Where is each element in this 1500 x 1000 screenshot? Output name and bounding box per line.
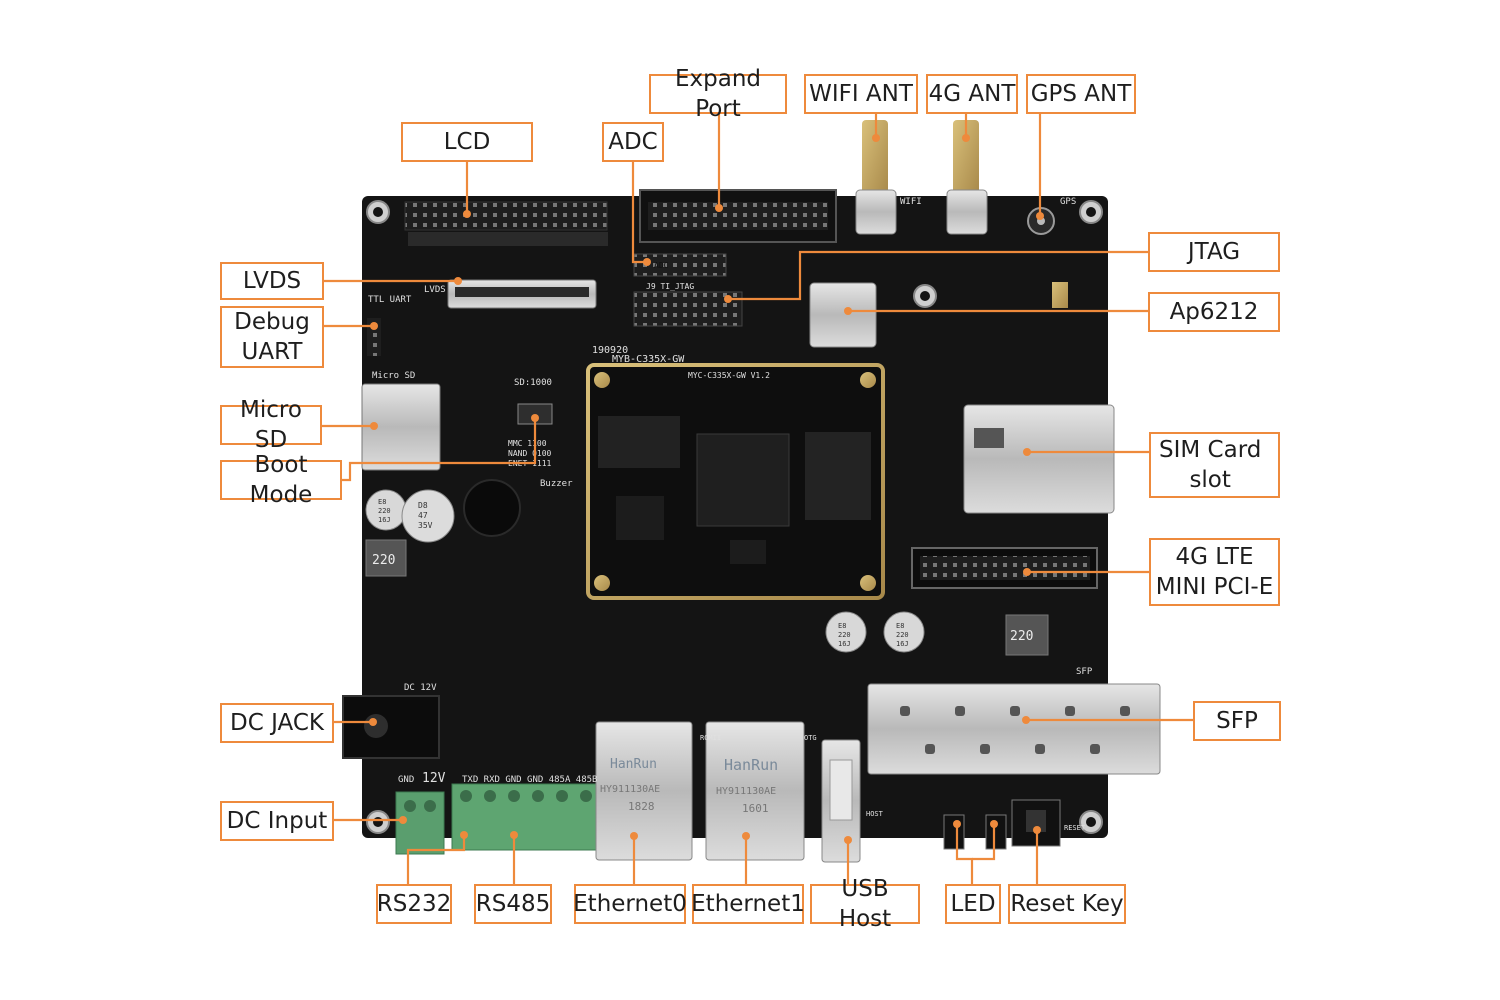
eth1-brand: HanRun bbox=[724, 756, 778, 774]
label-dc-input: DC Input bbox=[220, 801, 334, 841]
capacitor-right bbox=[825, 611, 925, 653]
eth1-code: 1601 bbox=[742, 802, 769, 815]
jtag-header bbox=[633, 291, 743, 327]
label-ethernet1: Ethernet1 bbox=[691, 884, 805, 924]
sim-card-slot bbox=[963, 404, 1115, 514]
adc-header bbox=[633, 253, 727, 277]
silk-gps: GPS bbox=[1060, 197, 1076, 207]
ap6212-module bbox=[809, 282, 877, 348]
label-jtag: JTAG bbox=[1148, 232, 1280, 272]
label-dc-jack: DC JACK bbox=[220, 703, 334, 743]
silk-date: 190920 bbox=[592, 345, 628, 356]
silk-lvds: LVDS bbox=[424, 285, 446, 295]
ethernet0-jack bbox=[595, 721, 693, 861]
silk-inductor-left: 220 bbox=[372, 553, 395, 568]
silk-otg: OTG bbox=[804, 734, 817, 742]
label-ap6212: Ap6212 bbox=[1148, 292, 1280, 332]
led-right bbox=[985, 814, 1007, 850]
label-rs232: RS232 bbox=[376, 884, 452, 924]
buzzer bbox=[463, 479, 521, 537]
label-led: LED bbox=[945, 884, 1001, 924]
label-expand-port: Expand Port bbox=[649, 66, 787, 122]
led-left bbox=[943, 814, 965, 850]
silk-wifi: WIFI bbox=[900, 197, 922, 207]
silk-ttl-uart: TTL UART bbox=[368, 295, 412, 305]
silk-inductor-right: 220 bbox=[1010, 629, 1033, 644]
label-lcd: LCD bbox=[401, 122, 533, 162]
silk-jtag: J9 TI_JTAG bbox=[646, 282, 694, 291]
label-debug-uart: Debug UART bbox=[220, 306, 324, 368]
leader-dots bbox=[369, 134, 1044, 844]
silk-model: MYB-C335X-GW bbox=[612, 354, 685, 365]
silk-terminal-pins: TXD RXD GND GND 485A 485B bbox=[462, 775, 597, 785]
silk-sfp: SFP bbox=[1076, 667, 1093, 677]
label-lvds: LVDS bbox=[220, 262, 324, 300]
wifi-antenna-connector bbox=[855, 120, 897, 235]
inductor-left bbox=[365, 539, 407, 577]
silk-som: MYC-C335X-GW V1.2 bbox=[688, 371, 770, 380]
silk-adc: ADC bbox=[654, 261, 669, 270]
label-ethernet0: Ethernet0 bbox=[573, 884, 687, 924]
silk-dc12v: DC 12V bbox=[404, 683, 437, 693]
silk-rom: ROMII bbox=[700, 734, 721, 742]
label-sfp: SFP bbox=[1193, 701, 1281, 741]
label-wifi-ant: WIFI ANT bbox=[804, 74, 918, 114]
silk-micro-sd: Micro SD bbox=[372, 371, 415, 381]
silk-sd: SD:1000 bbox=[514, 378, 552, 388]
silk-12v: 12V bbox=[422, 771, 446, 786]
eth0-part: HY911130AE bbox=[600, 784, 660, 795]
rs-terminal-block bbox=[451, 783, 599, 851]
label-usb-host: USB Host bbox=[810, 876, 920, 932]
label-4g-lte-mini-pcie: 4G LTE MINI PCI-E bbox=[1149, 538, 1280, 606]
label-adc: ADC bbox=[602, 122, 664, 162]
ethernet1-jack bbox=[705, 721, 805, 861]
eth0-code: 1828 bbox=[628, 800, 655, 813]
leader-lines bbox=[320, 113, 1194, 884]
dc-jack bbox=[342, 695, 440, 759]
eth1-part: HY911130AE bbox=[716, 786, 776, 797]
label-rs485: RS485 bbox=[474, 884, 552, 924]
lcd-connector bbox=[404, 201, 608, 231]
silk-host: HOST bbox=[866, 810, 884, 818]
label-sim-card-slot: SIM Card slot bbox=[1149, 432, 1280, 498]
silk-buzzer: Buzzer bbox=[540, 479, 573, 489]
label-gps-ant: GPS ANT bbox=[1026, 74, 1136, 114]
eth0-brand: HanRun bbox=[610, 757, 657, 772]
capacitor-left bbox=[365, 489, 455, 543]
silk-gnd: GND bbox=[398, 775, 414, 785]
label-reset-key: Reset Key bbox=[1008, 884, 1126, 924]
silk-reset: RESET bbox=[1064, 824, 1086, 832]
label-boot-mode: Boot Mode bbox=[220, 452, 342, 508]
4g-antenna-connector bbox=[946, 120, 988, 235]
label-micro-sd: Micro SD bbox=[220, 397, 322, 453]
sfp-cage bbox=[867, 683, 1161, 775]
inductor-right bbox=[1005, 614, 1049, 656]
label-4g-ant: 4G ANT bbox=[926, 74, 1018, 114]
